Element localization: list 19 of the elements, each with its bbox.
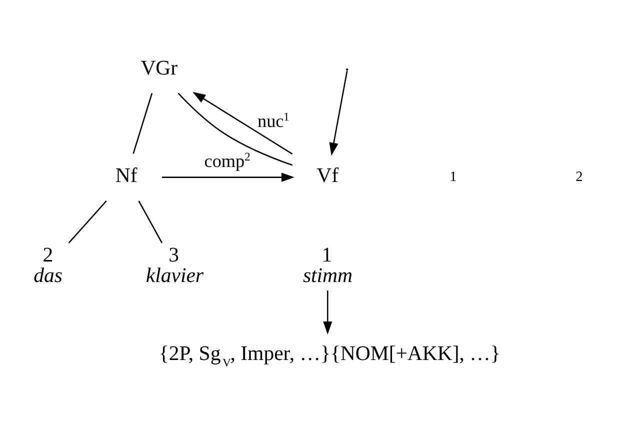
node-text: Nf <box>115 165 138 188</box>
node-text: 1 stimm <box>302 244 353 288</box>
node-text: Vf <box>316 165 338 188</box>
label: 1 <box>450 168 457 185</box>
edge-label: nuc$^{1}$ <box>258 110 290 131</box>
connector <box>138 200 163 244</box>
node-text: VGr <box>140 57 178 80</box>
node-text: 2 das <box>34 244 62 288</box>
connector <box>68 200 107 244</box>
label: 2 <box>576 168 583 185</box>
arrow <box>192 92 293 155</box>
arrow <box>162 172 294 182</box>
node-text: 3 klavier <box>146 244 204 288</box>
connector <box>132 92 153 154</box>
edge-label: comp$^{2}$ <box>204 150 250 172</box>
connector <box>178 92 293 166</box>
node-text: {2P, Sg$_{V}$, Imper, …}{NOM[+AKK], …} <box>158 343 500 370</box>
arrow <box>329 70 348 156</box>
arrow <box>323 290 332 334</box>
